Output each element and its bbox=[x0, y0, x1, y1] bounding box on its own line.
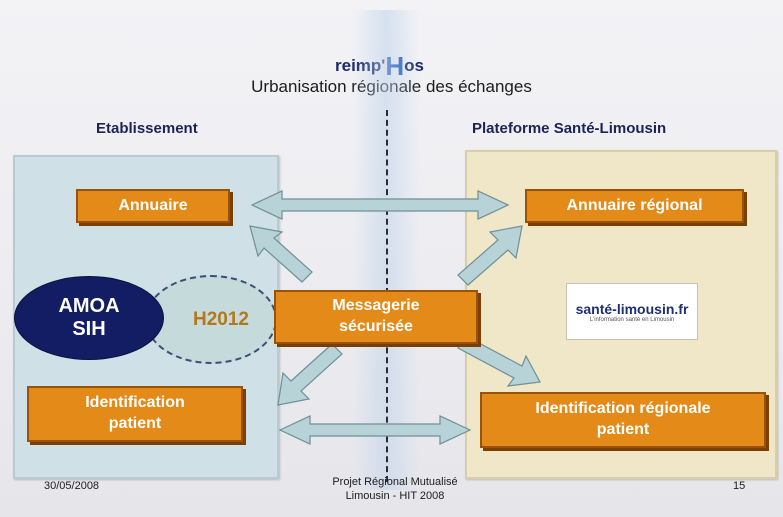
sante-limousin-tagline: L'information santé en Limousin bbox=[589, 316, 675, 323]
h2012-ellipse: H2012 bbox=[145, 275, 277, 364]
identification-patient-box: Identification patient bbox=[27, 386, 243, 442]
footer-project: Projet Régional Mutualisé Limousin - HIT… bbox=[332, 476, 458, 503]
double-arrow-top bbox=[250, 190, 510, 220]
arrow-to-annuaire-regional bbox=[457, 225, 523, 286]
h2012-label: H2012 bbox=[193, 308, 249, 330]
identification-regionale-box: Identification régionale patient bbox=[480, 392, 766, 448]
arrow-to-annuaire bbox=[249, 225, 313, 283]
annuaire-box: Annuaire bbox=[76, 189, 230, 223]
messagerie-securisee-box: Messagerie sécurisée bbox=[274, 290, 478, 344]
arrow-to-identification bbox=[277, 343, 343, 406]
amoa-sih-ellipse: AMOA SIH bbox=[14, 276, 164, 360]
right-column-title: Plateforme Santé-Limousin bbox=[472, 120, 667, 137]
sante-limousin-logo-text: santé-limousin.fr bbox=[575, 300, 689, 317]
sante-limousin-badge: santé-limousin.fr L'information santé en… bbox=[566, 283, 698, 340]
annuaire-regional-box: Annuaire régional bbox=[525, 189, 744, 223]
footer-date: 30/05/2008 bbox=[44, 480, 100, 492]
left-column-title: Etablissement bbox=[96, 120, 198, 137]
double-arrow-bottom bbox=[278, 415, 472, 445]
footer-page-number: 15 bbox=[733, 480, 746, 492]
